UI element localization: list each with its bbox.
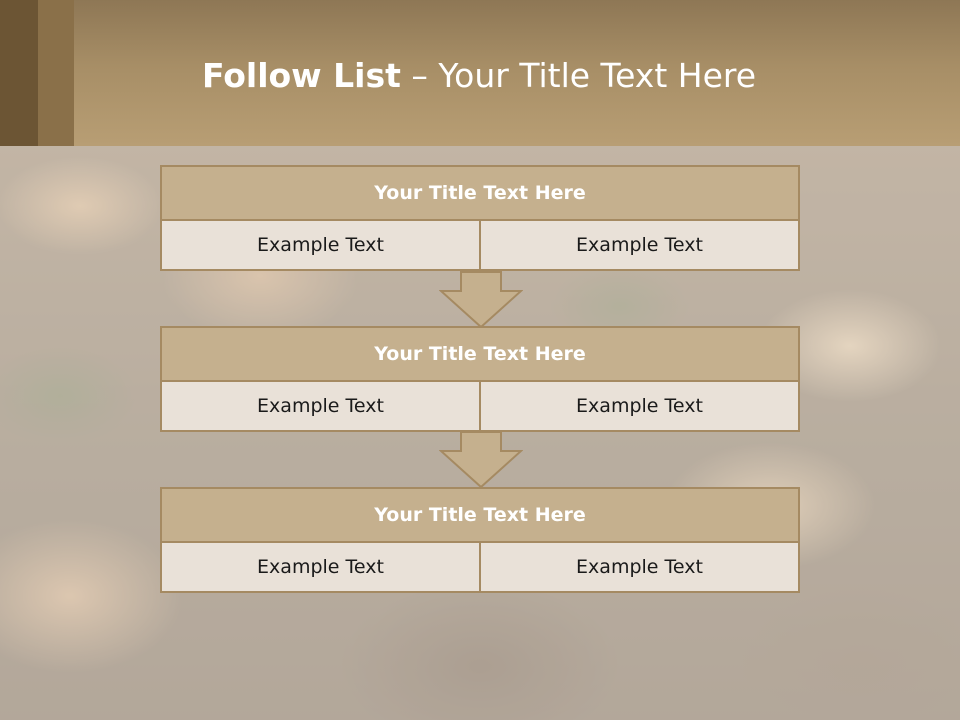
flow-step-title: Your Title Text Here — [160, 487, 800, 543]
slide-title-rest: – Your Title Text Here — [400, 56, 757, 95]
down-arrow-icon — [439, 431, 523, 489]
down-arrow-icon — [439, 271, 523, 329]
slide-title-bold: Follow List — [202, 56, 401, 95]
slide-header: Follow List – Your Title Text Here — [0, 0, 960, 146]
flow-step-cell-left: Example Text — [160, 543, 481, 593]
flow-step-cell-left: Example Text — [160, 382, 481, 432]
flow-step-3: Your Title Text Here Example Text Exampl… — [160, 487, 800, 593]
flow-step-title: Your Title Text Here — [160, 165, 800, 221]
flow-step-cell-right: Example Text — [481, 221, 800, 271]
flow-step-row: Example Text Example Text — [160, 382, 800, 432]
flow-step-title: Your Title Text Here — [160, 326, 800, 382]
flow-step-row: Example Text Example Text — [160, 543, 800, 593]
flow-step-1: Your Title Text Here Example Text Exampl… — [160, 165, 800, 271]
flow-step-cell-right: Example Text — [481, 543, 800, 593]
header-accent-stripe — [0, 0, 38, 146]
header-accent-stripe-secondary — [38, 0, 74, 146]
slide-title: Follow List – Your Title Text Here — [202, 54, 756, 98]
flow-step-cell-right: Example Text — [481, 382, 800, 432]
flow-step-2: Your Title Text Here Example Text Exampl… — [160, 326, 800, 432]
flow-step-cell-left: Example Text — [160, 221, 481, 271]
flow-step-row: Example Text Example Text — [160, 221, 800, 271]
